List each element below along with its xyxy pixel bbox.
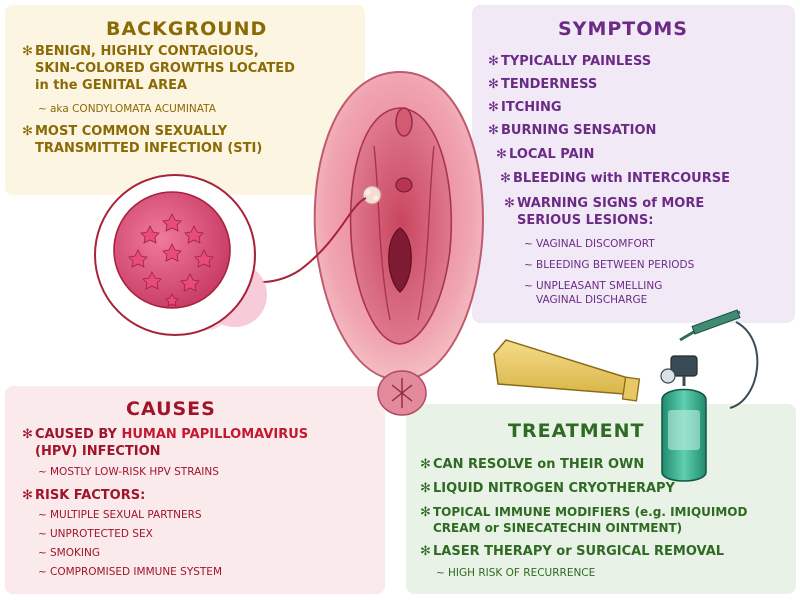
asterisk-bullet-icon: ✻ xyxy=(496,147,507,162)
cause-sub: ~MOSTLY LOW-RISK HPV STRAINS xyxy=(38,466,219,478)
background-aka: ~aka CONDYLOMATA ACUMINATA xyxy=(38,103,216,115)
asterisk-bullet-icon: ✻ xyxy=(420,505,431,520)
asterisk-bullet-icon: ✻ xyxy=(488,54,499,69)
background-panel xyxy=(5,5,365,195)
cause-item-1: ✻CAUSED BY HUMAN PAPILLOMAVIRUS xyxy=(22,427,309,442)
background-item-1-line-2: SKIN-COLORED GROWTHS LOCATED xyxy=(35,61,295,76)
symptom-item-4: ✻BURNING SENSATION xyxy=(488,123,657,138)
treatment-item-2: ✻LIQUID NITROGEN CRYOTHERAPY xyxy=(420,481,675,496)
asterisk-bullet-icon: ✻ xyxy=(22,427,33,442)
asterisk-bullet-icon: ✻ xyxy=(504,196,515,211)
tilde-bullet-icon: ~ xyxy=(436,567,445,579)
asterisk-bullet-icon: ✻ xyxy=(488,123,499,138)
symptom-sub-3-line-2: VAGINAL DISCHARGE xyxy=(536,294,648,306)
background-item-1: ✻BENIGN, HIGHLY CONTAGIOUS, xyxy=(22,44,259,59)
tilde-bullet-icon: ~ xyxy=(38,509,47,521)
symptom-sub-2: ~BLEEDING BETWEEN PERIODS xyxy=(524,259,695,271)
background-item-2-line-2: TRANSMITTED INFECTION (STI) xyxy=(35,141,263,156)
symptom-sub-1: ~VAGINAL DISCOMFORT xyxy=(524,238,655,250)
causes-title: CAUSES xyxy=(126,398,216,420)
asterisk-bullet-icon: ✻ xyxy=(22,124,33,139)
tilde-bullet-icon: ~ xyxy=(38,103,47,115)
tilde-bullet-icon: ~ xyxy=(38,528,47,540)
tilde-bullet-icon: ~ xyxy=(38,466,47,478)
asterisk-bullet-icon: ✻ xyxy=(420,481,431,496)
treatment-sub: ~HIGH RISK OF RECURRENCE xyxy=(436,567,596,579)
risk-factors-heading: ✻RISK FACTORS: xyxy=(22,488,146,503)
background-item-2: ✻MOST COMMON SEXUALLY xyxy=(22,124,228,139)
risk-factor-4: ~COMPROMISED IMMUNE SYSTEM xyxy=(38,566,223,578)
risk-factor-2: ~UNPROTECTED SEX xyxy=(38,528,153,540)
treatment-item-4: ✻LASER THERAPY or SURGICAL REMOVAL xyxy=(420,544,725,559)
background-title: BACKGROUND xyxy=(106,18,268,40)
hpv-virus-illustration xyxy=(94,174,267,336)
tilde-bullet-icon: ~ xyxy=(38,566,47,578)
tilde-bullet-icon: ~ xyxy=(524,280,533,292)
cause-item-1-line-2: (HPV) INFECTION xyxy=(35,444,161,459)
asterisk-bullet-icon: ✻ xyxy=(488,100,499,115)
symptom-item-6: ✻BLEEDING with INTERCOURSE xyxy=(500,171,730,186)
asterisk-bullet-icon: ✻ xyxy=(420,457,431,472)
tilde-bullet-icon: ~ xyxy=(524,259,533,271)
symptom-item-3: ✻ITCHING xyxy=(488,100,562,115)
symptom-item-2: ✻TENDERNESS xyxy=(488,77,598,92)
hpv-highlight: HUMAN PAPILLOMAVIRUS xyxy=(121,427,309,442)
cryotherapy-canister-illustration xyxy=(660,309,759,482)
background-item-1-line-3: in the GENITAL AREA xyxy=(35,78,188,93)
treatment-item-3-line-2: CREAM or SINECATECHIN OINTMENT) xyxy=(433,521,683,535)
symptom-item-1: ✻TYPICALLY PAINLESS xyxy=(488,54,652,69)
symptom-item-7-line-2: SERIOUS LESIONS: xyxy=(517,213,654,228)
asterisk-bullet-icon: ✻ xyxy=(22,44,33,59)
ointment-tube-illustration xyxy=(493,339,641,402)
tilde-bullet-icon: ~ xyxy=(524,238,533,250)
treatment-item-3: ✻TOPICAL IMMUNE MODIFIERS (e.g. IMIQUIMO… xyxy=(420,505,748,520)
tilde-bullet-icon: ~ xyxy=(38,547,47,559)
treatment-title: TREATMENT xyxy=(508,420,645,442)
risk-factor-3: ~SMOKING xyxy=(38,547,100,559)
asterisk-bullet-icon: ✻ xyxy=(420,544,431,559)
asterisk-bullet-icon: ✻ xyxy=(500,171,511,186)
anatomy-illustration xyxy=(313,70,484,416)
treatment-panel xyxy=(406,404,796,594)
connector-line xyxy=(261,197,367,283)
symptom-item-5: ✻LOCAL PAIN xyxy=(496,147,595,162)
causes-panel xyxy=(5,386,385,594)
risk-factor-1: ~MULTIPLE SEXUAL PARTNERS xyxy=(38,509,202,521)
asterisk-bullet-icon: ✻ xyxy=(488,77,499,92)
asterisk-bullet-icon: ✻ xyxy=(22,488,33,503)
symptoms-panel xyxy=(472,5,795,323)
symptom-sub-3: ~UNPLEASANT SMELLING xyxy=(524,280,663,292)
symptom-item-7: ✻WARNING SIGNS of MORE xyxy=(504,196,705,211)
treatment-item-1: ✻CAN RESOLVE on THEIR OWN xyxy=(420,457,645,472)
symptoms-title: SYMPTOMS xyxy=(558,18,688,40)
